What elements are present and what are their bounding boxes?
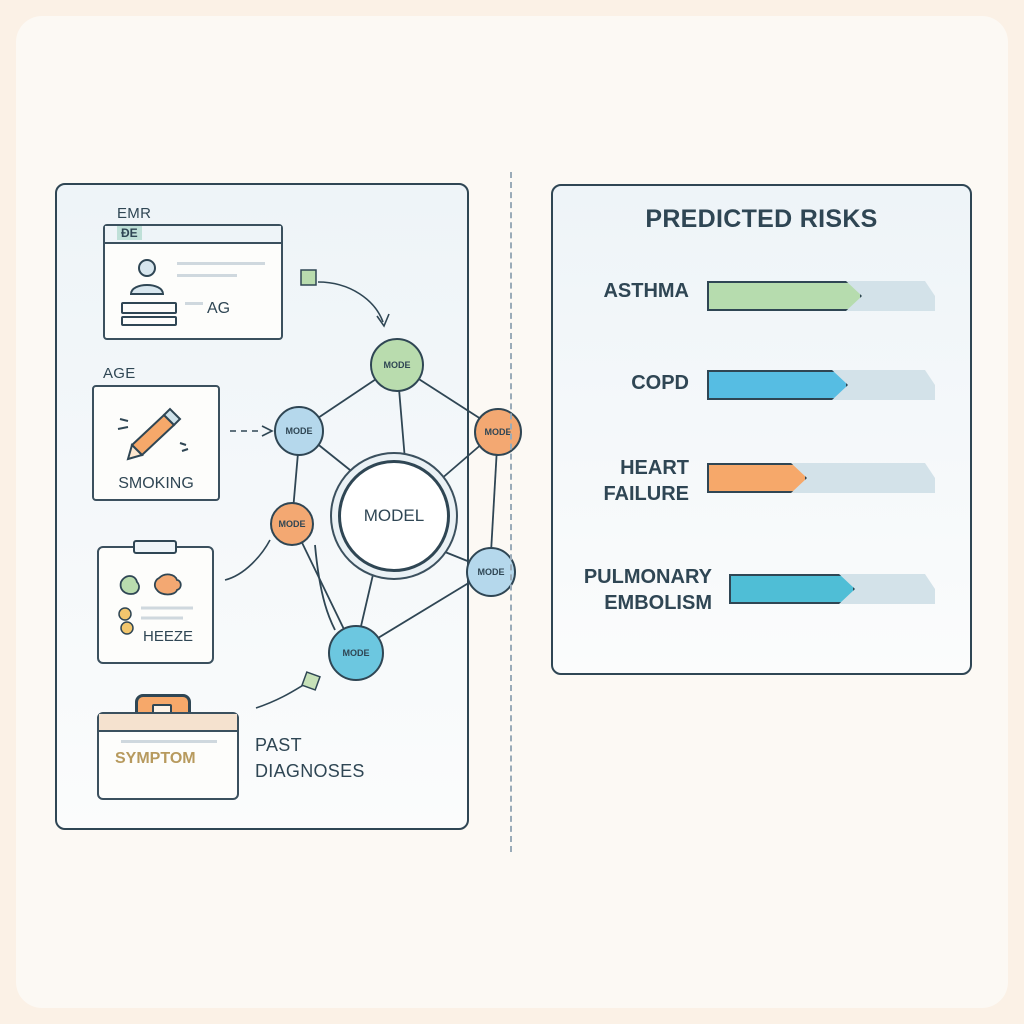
past-diagnoses-label-1: PAST	[255, 735, 302, 755]
risk-bar-track	[707, 281, 935, 311]
emr-label: EMR	[117, 205, 152, 222]
risk-label-line: ASTHMA	[603, 280, 689, 302]
emr-name-line-2	[177, 274, 237, 277]
risk-label-line: HEART	[620, 457, 689, 479]
smoking-label: SMOKING	[118, 475, 194, 492]
emr-field-label: AG	[207, 300, 231, 317]
risk-bar-track	[707, 463, 935, 493]
emr-card-header	[105, 226, 281, 244]
symptom-line	[121, 740, 217, 743]
emr-card: ÐE AG	[103, 224, 283, 340]
age-label: AGE	[103, 365, 136, 382]
wheeze-card: HEEZE	[97, 540, 214, 664]
network-node-bottom: MODE	[328, 625, 384, 681]
network-node-label: MODE	[383, 360, 411, 370]
network-node-label: MODE	[278, 519, 306, 529]
network-node-top: MODE	[370, 338, 424, 392]
model-label: MODEL	[363, 506, 425, 525]
symptom-card: SYMPTOM	[97, 712, 239, 800]
network-node-left: MODE	[274, 406, 324, 456]
risks-title: PREDICTED RISKS	[645, 205, 878, 233]
network-node-label: MODE	[285, 426, 313, 436]
network-node-label: MODE	[342, 648, 370, 658]
emr-bar-2	[121, 316, 177, 326]
risk-bar-heart-failure	[707, 463, 807, 493]
emr-name-line	[177, 262, 265, 265]
risk-label-line: EMBOLISM	[604, 592, 712, 614]
lungs-icon	[118, 573, 193, 635]
wheeze-label: HEEZE	[143, 628, 194, 645]
emr-bar-1	[121, 302, 177, 314]
risk-label-line: COPD	[631, 372, 689, 394]
smoking-card: SMOKING	[92, 385, 220, 501]
panel-divider	[510, 172, 512, 852]
risk-label-heart-failure: HEART FAILURE	[529, 455, 689, 507]
risk-label-line: FAILURE	[603, 483, 689, 505]
network-node-label: MODE	[484, 427, 512, 437]
emr-field-line	[185, 302, 203, 305]
network-node-lower-left: MODE	[270, 502, 314, 546]
risk-label-pulmonary-embolism: PULMONARY EMBOLISM	[542, 564, 712, 616]
emr-tab: ÐE	[117, 226, 142, 240]
symptom-label: SYMPTOM	[115, 750, 196, 767]
risk-bar-pulmonary-embolism	[729, 574, 855, 604]
risk-label-asthma: ASTHMA	[529, 278, 689, 304]
risk-label-line: PULMONARY	[583, 566, 712, 588]
risk-bar-asthma	[707, 281, 862, 311]
network-node-right: MODE	[474, 408, 522, 456]
risk-bar-copd	[707, 370, 848, 400]
past-diagnoses-label-2: DIAGNOSES	[255, 761, 365, 781]
risk-bar-track	[707, 370, 935, 400]
risk-bar-track	[729, 574, 935, 604]
network-node-label: MODE	[477, 567, 505, 577]
network-node-lower-right: MODE	[466, 547, 516, 597]
clipboard-clip	[133, 540, 177, 554]
model-node: MODEL	[338, 460, 450, 572]
user-icon	[129, 259, 165, 295]
symptom-card-header	[99, 714, 237, 732]
pencil-icon	[117, 407, 189, 461]
risk-label-copd: COPD	[529, 370, 689, 396]
